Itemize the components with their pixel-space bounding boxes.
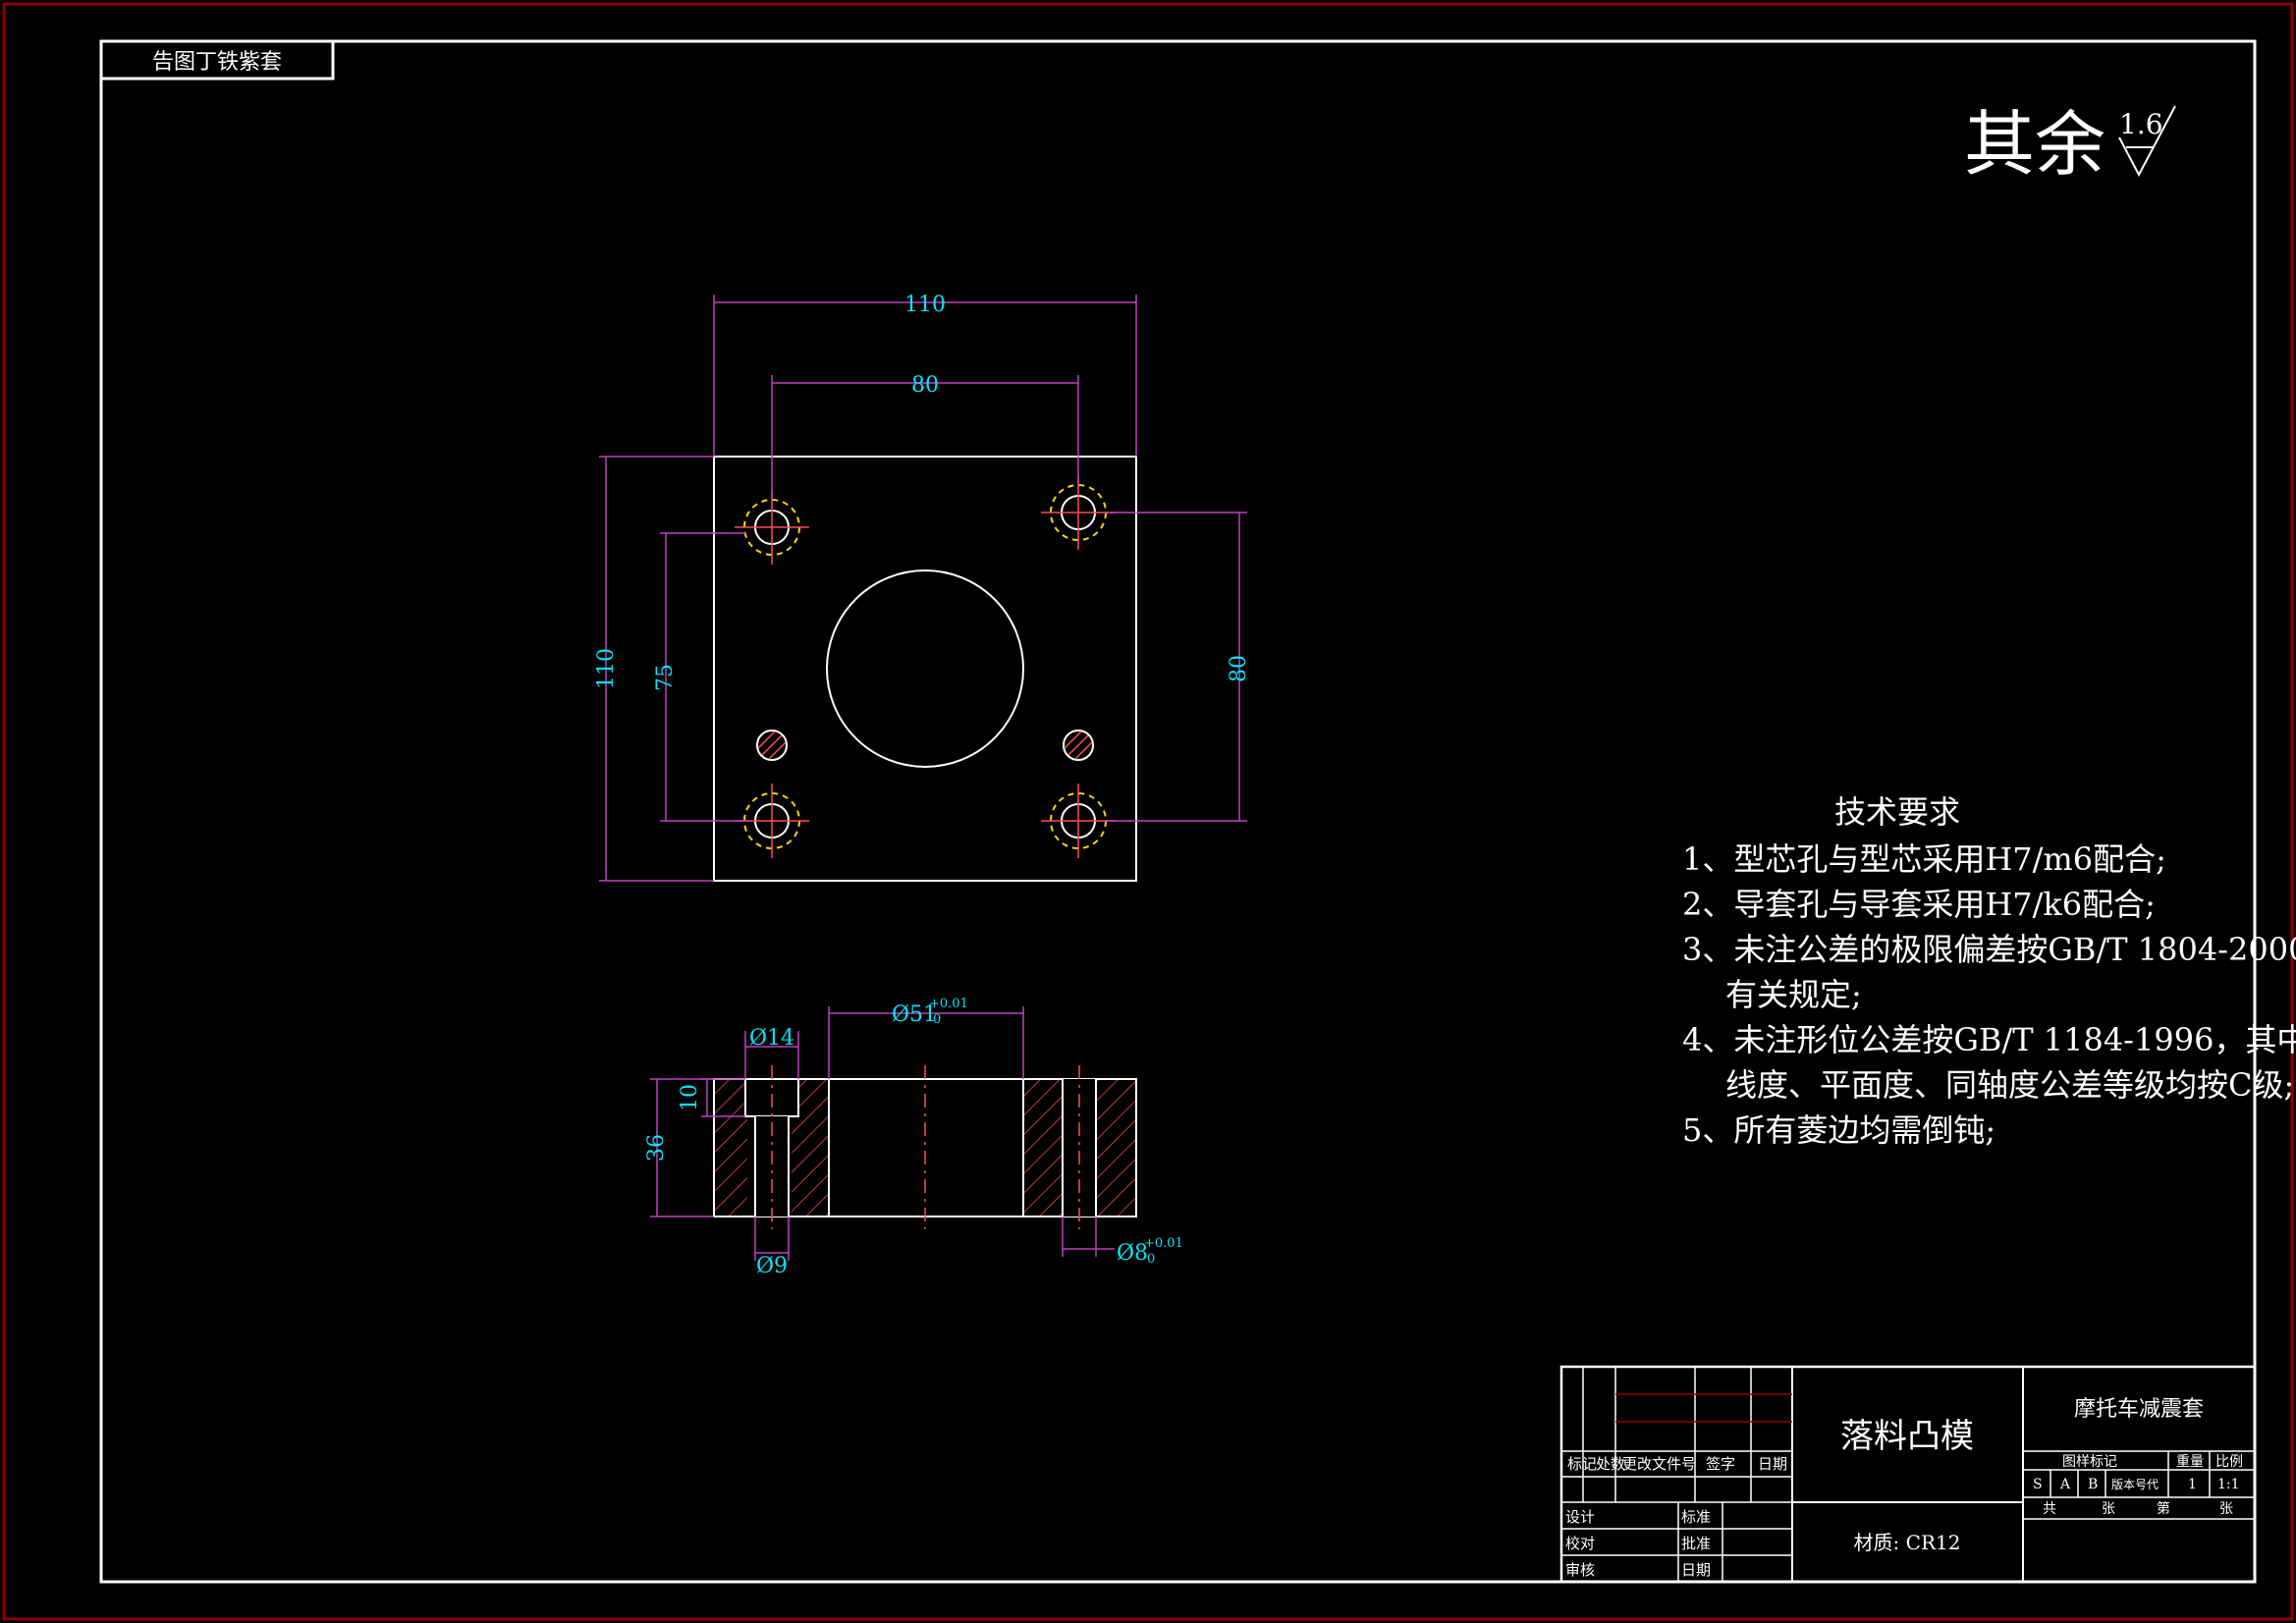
tb-stage-marks: 图样标记	[2062, 1454, 2117, 1470]
dim-counterbore	[744, 1031, 799, 1079]
tb-standard: 标准	[1681, 1508, 1711, 1526]
note-line-6: 线度、平面度、同轴度公差等级均按C级;	[1725, 1066, 2294, 1104]
dim-height-holes-left	[660, 532, 746, 822]
tb-part-name: 落料凸模	[1840, 1417, 1974, 1456]
tb-weight: 重量	[2176, 1454, 2204, 1470]
dim-height-holes-left-text: 75	[653, 664, 678, 691]
tb-page-unit: 张	[2219, 1501, 2233, 1517]
top-view: 110 80 110 75 80	[594, 293, 1251, 882]
tb-change-doc: 更改文件号	[1622, 1455, 1696, 1473]
tb-review: 审核	[1565, 1561, 1595, 1579]
pin-hole-left	[756, 730, 788, 761]
dim-thickness	[650, 1078, 714, 1217]
tb-material: 材质: CR12	[1854, 1531, 1961, 1554]
dim-center-hole-text: Ø51	[892, 1002, 937, 1027]
tb-stage-a: A	[2059, 1477, 2071, 1492]
dim-pin-hole-text: Ø8	[1117, 1241, 1148, 1266]
roughness-note: 其余 1.6	[1964, 103, 2176, 186]
pin-hole-right	[1063, 730, 1094, 761]
plate-outline	[713, 456, 1137, 882]
note-line-5: 4、未注形位公差按GB/T 1184-1996，其中直	[1682, 1021, 2296, 1058]
title-block: 标记 处数 更改文件号 签字 日期 设计 校对 审核 标准 批准 日期 落料凸模…	[1559, 1365, 2257, 1584]
technical-notes: 技术要求 1、型芯孔与型芯采用H7/m6配合; 2、导套孔与导套采用H7/k6配…	[1682, 793, 2296, 1149]
dim-center-hole	[828, 1006, 1024, 1079]
dim-thru-hole-text: Ø9	[756, 1254, 788, 1278]
tb-approve: 批准	[1681, 1535, 1711, 1552]
roughness-label: 其余	[1964, 103, 2105, 186]
note-line-4: 有关规定;	[1725, 976, 1862, 1013]
dim-width-holes-text: 80	[911, 373, 939, 398]
tb-sign: 签字	[1706, 1455, 1735, 1473]
tb-stage-b: B	[2088, 1477, 2098, 1492]
roughness-symbol-icon	[2118, 105, 2176, 178]
tb-count: 处数	[1596, 1455, 1625, 1473]
stamp-text: 告图丁铁紫套	[152, 50, 282, 75]
dim-width-outer	[713, 295, 1137, 457]
tb-project: 摩托车减震套	[2074, 1397, 2204, 1422]
dim-center-hole-tol-upper: +0.01	[929, 997, 968, 1011]
tb-design: 设计	[1565, 1508, 1595, 1526]
tb-stage-version: 版本号代	[2111, 1478, 2159, 1491]
dim-thickness-text: 36	[644, 1134, 669, 1162]
tb-stage-s: S	[2033, 1477, 2043, 1492]
notes-title: 技术要求	[1834, 793, 1960, 831]
tb-page: 第	[2157, 1500, 2170, 1517]
dim-height-holes-right	[1105, 512, 1247, 822]
section-view: Ø51 +0.01 0 Ø14 10 36 Ø9	[644, 997, 1183, 1278]
tb-sheets-total: 共	[2043, 1501, 2056, 1517]
dim-pin-hole	[1062, 1217, 1115, 1257]
dim-pin-hole-tol-lower: 0	[1147, 1252, 1155, 1267]
note-line-7: 5、所有菱边均需倒钝;	[1682, 1111, 1995, 1149]
dim-center-hole-tol-lower: 0	[933, 1012, 941, 1027]
note-line-2: 2、导套孔与导套采用H7/k6配合;	[1682, 886, 2156, 923]
tb-sheets-unit: 张	[2102, 1501, 2115, 1517]
tb-scale-value: 1:1	[2217, 1477, 2240, 1492]
tb-date: 日期	[1758, 1455, 1787, 1473]
dim-width-outer-text: 110	[904, 293, 946, 317]
dim-pin-hole-tol-upper: +0.01	[1144, 1236, 1183, 1251]
dim-height-outer-text: 110	[594, 648, 619, 689]
tb-scale: 比例	[2215, 1454, 2243, 1470]
stamp-box: 告图丁铁紫套	[99, 39, 335, 81]
tb-weight-value: 1	[2188, 1477, 2197, 1492]
dim-counterbore-text: Ø14	[749, 1026, 794, 1051]
dim-thru-hole	[754, 1217, 790, 1261]
dim-height-holes-right-text: 80	[1227, 655, 1251, 682]
tb-mark: 标记	[1567, 1455, 1597, 1473]
tb-date2: 日期	[1681, 1561, 1711, 1579]
roughness-value: 1.6	[2119, 108, 2163, 140]
tb-check: 校对	[1565, 1535, 1595, 1552]
dim-height-outer	[599, 456, 714, 882]
note-line-1: 1、型芯孔与型芯采用H7/m6配合;	[1682, 840, 2166, 878]
dim-width-holes	[771, 375, 1079, 500]
drawing-frame	[99, 39, 2257, 1584]
center-bore	[826, 569, 1024, 768]
dim-depth-text: 10	[678, 1084, 702, 1111]
note-line-3: 3、未注公差的极限偏差按GB/T 1804-2000中	[1682, 931, 2296, 968]
